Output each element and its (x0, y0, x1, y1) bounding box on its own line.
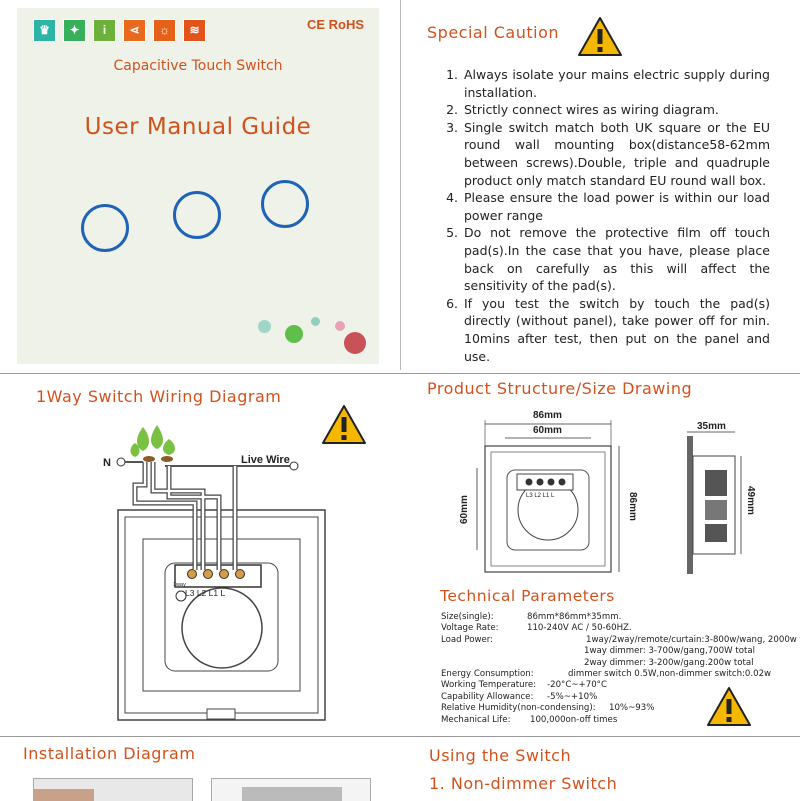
dim-86mm-side: 86mm (627, 492, 638, 521)
special-caution-heading: Special Caution (427, 23, 559, 42)
param-value: 10%~93% (609, 703, 655, 714)
caution-item-text: Strictly connect wires as wiring diagram… (464, 102, 719, 118)
caution-item-number: 1. (446, 67, 458, 82)
dim-60mm-side: 60mm (459, 495, 470, 524)
structure-terminal-labels: L3 L2 L1 L (526, 493, 555, 499)
dim-35mm: 35mm (697, 421, 726, 432)
caution-item-number: 3. (446, 119, 458, 135)
caution-item-number: 2. (446, 102, 458, 118)
caution-item-number: 6. (446, 295, 458, 311)
param-value: dimmer switch 0.5W,non-dimmer switch:0.0… (568, 669, 772, 679)
wiring-diagram: N Live Wire L3 L2 L1 L 1way (103, 425, 326, 721)
param-value: 86mm*86mm*35mm. (527, 612, 622, 622)
decor-dot (258, 320, 271, 333)
param-label: Capability Allowance: (441, 691, 534, 702)
param-label: Size(single): (441, 612, 494, 622)
warning-icon (707, 687, 751, 726)
warning-icon (578, 17, 622, 56)
decor-dot (285, 325, 303, 343)
param-value: -20°C~+70°C (547, 680, 607, 691)
param-label: Relative Humidity(non-condensing): (441, 703, 596, 714)
share-icon: ⋖ (123, 19, 146, 42)
installation-image-1 (33, 778, 193, 801)
info-icon: i (93, 19, 116, 42)
neutral-label: N (103, 457, 111, 469)
section-divider (0, 736, 800, 737)
live-wire-label: Live Wire (241, 454, 290, 466)
non-dimmer-subheading: 1. Non-dimmer Switch (429, 774, 618, 793)
caution-item-text: Do not remove the protective film off to… (464, 225, 770, 294)
cover-subtitle: Capacitive Touch Switch (113, 58, 283, 74)
caution-item-number: 5. (446, 225, 458, 241)
caution-list: 1. Always isolate your mains electric sup… (432, 66, 770, 365)
decor-dot (344, 332, 366, 354)
param-label: Working Temperature: (441, 680, 537, 691)
param-label: Energy Consumption: (441, 669, 534, 679)
installation-image-2 (211, 778, 371, 801)
caution-item-text: Please ensure the load power is within o… (464, 190, 770, 223)
caution-item-text: Single switch match both UK square or th… (464, 119, 770, 188)
param-label: Mechanical Life: (441, 714, 511, 725)
ce-rohs-mark: CE RoHS (307, 17, 365, 32)
installation-heading: Installation Diagram (23, 744, 196, 763)
vertical-divider (400, 0, 401, 370)
structure-heading: Product Structure/Size Drawing (427, 379, 693, 398)
warning-icon (322, 405, 366, 444)
dim-86mm-top: 86mm (533, 410, 562, 421)
caution-item-text: Always isolate your mains electric suppl… (464, 67, 770, 100)
touch-pad-1 (81, 204, 129, 252)
cover-panel: ♛ ✦ i ⋖ ☼ ≋ CE RoHS Capacitive Touch Swi… (17, 8, 379, 364)
param-value: 100,000on-off times (530, 714, 618, 725)
cover-title: User Manual Guide (84, 114, 312, 140)
param-value: 1way/2way/remote/curtain:3-800w/wang, 20… (586, 634, 800, 645)
param-label: Load Power: (441, 634, 494, 645)
touch-pad-2 (173, 191, 221, 239)
param-label: Voltage Rate: (441, 623, 499, 634)
param-value: 1way dimmer: 3-700w/gang,700W total (584, 646, 755, 657)
param-value: -5%~+10% (547, 691, 598, 702)
section-divider (0, 373, 800, 374)
using-switch-heading: Using the Switch (429, 746, 572, 765)
caution-item-text: If you test the switch by touch the pad(… (464, 295, 770, 364)
technical-parameters-heading: Technical Parameters (440, 587, 615, 605)
decor-dot (311, 317, 320, 326)
size-drawing: L3 L2 L1 L 86mm 60mm 60mm 86mm 35mm 49mm (459, 410, 756, 574)
caution-item: 3. Single switch match both UK square or … (432, 119, 770, 189)
terminal-labels: L3 L2 L1 L (185, 588, 225, 598)
caution-item: 2. Strictly connect wires as wiring diagr… (432, 101, 770, 119)
wiring-heading: 1Way Switch Wiring Diagram (36, 387, 282, 406)
dim-49mm: 49mm (745, 486, 756, 515)
touch-pad-3 (261, 180, 309, 228)
crown-icon: ♛ (33, 19, 56, 42)
caution-item: 4. Please ensure the load power is within… (432, 189, 770, 224)
caution-item: 5. Do not remove the protective film off … (432, 224, 770, 294)
param-value: 110-240V AC / 50-60HZ. (527, 623, 632, 634)
caution-item: 6. If you test the switch by touch the pa… (432, 295, 770, 365)
light-icon: ☼ (153, 19, 176, 42)
param-value: 2way dimmer: 3-200w/gang.200w total (584, 657, 754, 668)
caution-item-number: 4. (446, 190, 458, 206)
decor-dot (335, 321, 345, 331)
person-icon: ✦ (63, 19, 86, 42)
dim-60mm-top: 60mm (533, 425, 562, 436)
way-label: 1way (173, 582, 186, 588)
remote-icon: ≋ (183, 19, 206, 42)
caution-item: 1. Always isolate your mains electric sup… (432, 66, 770, 101)
